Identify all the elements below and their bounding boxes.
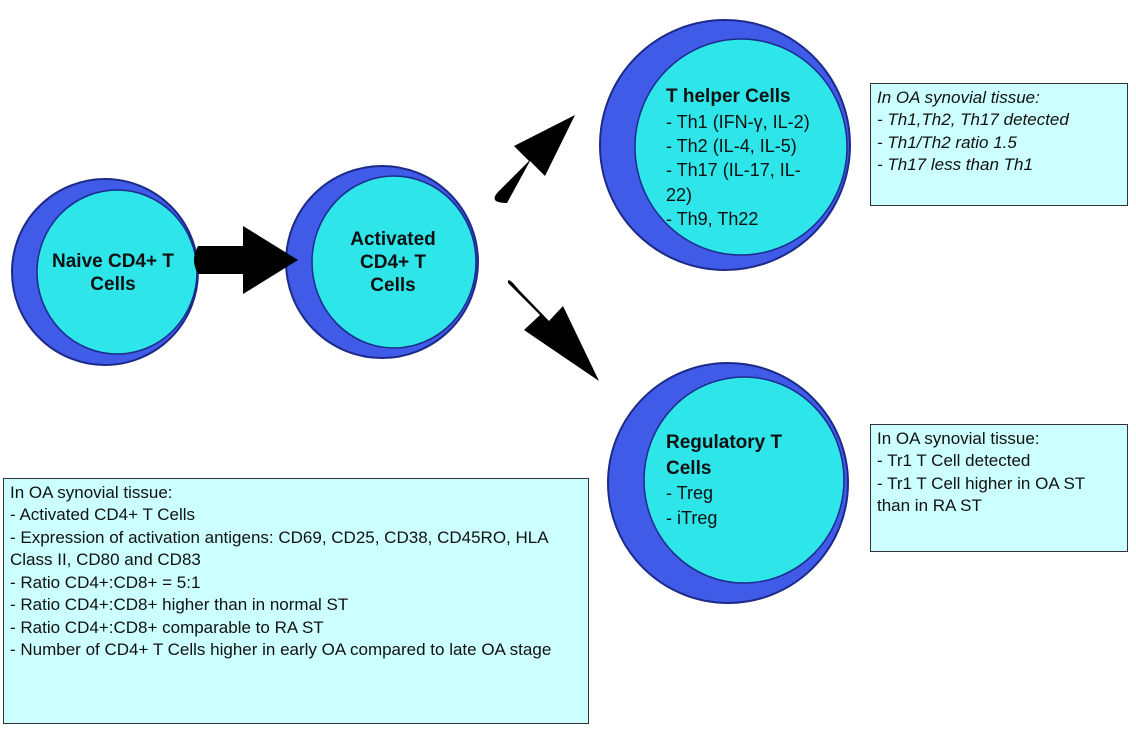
helper-cell-text: T helper Cells - Th1 (IFN-γ, IL-2) - Th2… xyxy=(666,84,826,231)
naive-cell-label: Naive CD4+ T Cells xyxy=(52,251,174,296)
main-note: In OA synovial tissue: - Activated CD4+ … xyxy=(3,478,589,724)
regulatory-cell-item: - Treg xyxy=(666,483,714,504)
arrow-to-regulatory xyxy=(507,280,599,381)
note-line: - Number of CD4+ T Cells higher in early… xyxy=(10,640,552,660)
note-line: - Tr1 T Cell higher in OA ST than in RA … xyxy=(877,473,1085,516)
note-line: - Th1/Th2 ratio 1.5 xyxy=(877,132,1017,152)
note-line: In OA synovial tissue: xyxy=(877,88,1040,107)
regulatory-cell-circle xyxy=(607,362,849,604)
note-line: In OA synovial tissue: xyxy=(877,429,1040,448)
note-line: - Ratio CD4+:CD8+ higher than in normal … xyxy=(10,595,349,615)
regulatory-cell-text: Regulatory T Cells - Treg - iTreg xyxy=(666,430,816,530)
helper-cell-title: T helper Cells xyxy=(666,86,791,107)
note-line: - Ratio CD4+:CD8+ = 5:1 xyxy=(10,572,201,592)
note-line: - Ratio CD4+:CD8+ comparable to RA ST xyxy=(10,617,324,637)
note-line: - Tr1 T Cell detected xyxy=(877,451,1031,471)
activated-cell-circle xyxy=(285,165,479,359)
helper-cell-item: - Th2 (IL-4, IL-5) xyxy=(666,135,797,156)
arrow-to-helper xyxy=(494,115,575,203)
note-line: - Expression of activation antigens: CD6… xyxy=(10,527,548,570)
helper-cell-item: - Th1 (IFN-γ, IL-2) xyxy=(666,111,810,132)
note-line: In OA synovial tissue: xyxy=(10,483,173,502)
regulatory-cell-title: Regulatory T Cells xyxy=(666,432,783,479)
helper-cell-item: - Th9, Th22 xyxy=(666,208,759,229)
note-line: - Th1,Th2, Th17 detected xyxy=(877,110,1069,130)
note-line: - Activated CD4+ T Cells xyxy=(10,505,196,525)
regulatory-cell-item: - iTreg xyxy=(666,507,718,528)
arrow-naive-to-activated xyxy=(194,226,298,294)
activated-cell-label: Activated CD4+ T Cells xyxy=(350,229,436,297)
note-line: - Th17 less than Th1 xyxy=(877,155,1033,175)
regulatory-note: In OA synovial tissue: - Tr1 T Cell dete… xyxy=(870,424,1128,552)
helper-cell-circle xyxy=(599,19,851,271)
helper-note: In OA synovial tissue: - Th1,Th2, Th17 d… xyxy=(870,83,1128,206)
helper-cell-item: - Th17 (IL-17, IL-22) xyxy=(666,160,801,205)
